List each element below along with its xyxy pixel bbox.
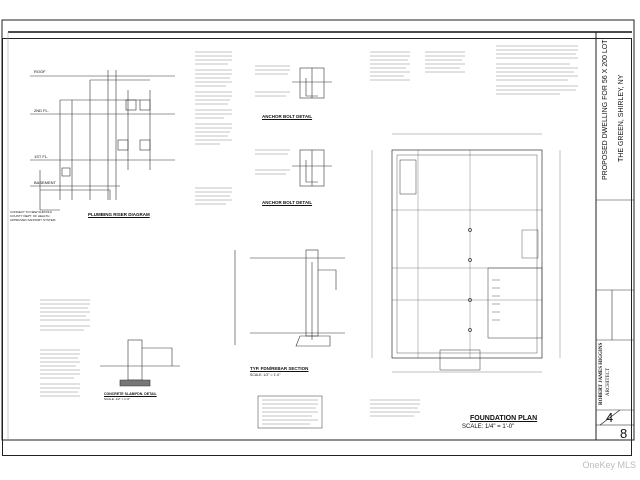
architect-title: ARCHITECT xyxy=(606,367,611,396)
fdn-section-title: TYP. FDN/REBAR SECTION xyxy=(250,366,309,371)
foundation-plan-scale: SCALE: 1/4" = 1'-0" xyxy=(462,424,515,430)
plumbing-riser-title: PLUMBING RISER DIAGRAM xyxy=(88,212,150,217)
concrete-detail-scale: SCALE: 1/2" = 1'-0" xyxy=(104,397,131,401)
plumbing-riser-diagram xyxy=(30,70,175,211)
riser-first-floor-label: 1ST FL. xyxy=(34,154,49,159)
anchor-bolt-detail-1 xyxy=(292,67,332,99)
footing-note-box xyxy=(257,395,323,429)
foundation-plan-title: FOUNDATION PLAN xyxy=(470,415,538,422)
riser-basement-label: BASEMENT xyxy=(34,180,57,185)
title-block-lines xyxy=(596,199,634,426)
concrete-slab-detail xyxy=(100,339,180,387)
foundation-rebar-section xyxy=(234,249,345,347)
anchor-bolt-title-2: ANCHOR BOLT DETAIL xyxy=(262,200,313,205)
concrete-detail-title: CONCRETE SLAB/FDN. DETAIL xyxy=(104,392,157,396)
general-notes xyxy=(40,45,578,425)
project-title: PROPOSED DWELLING FOR 56 X 200 LOT xyxy=(602,39,609,180)
drawing-sheet xyxy=(0,18,638,464)
anchor-bolt-title-1: ANCHOR BOLT DETAIL xyxy=(262,114,313,119)
riser-roof-label: ROOF xyxy=(34,69,46,74)
architect-name: ROBERT JAMES HIGGINS xyxy=(599,342,604,405)
anchor-bolt-detail-2 xyxy=(292,149,332,187)
watermark: OneKey MLS xyxy=(582,460,636,470)
foundation-plan xyxy=(371,133,561,373)
riser-second-floor-label: 2ND FL. xyxy=(34,108,49,113)
sheet-total: 8 xyxy=(620,426,628,441)
fdn-section-scale: SCALE: 1/2" = 1'-0" xyxy=(250,373,281,377)
riser-connect-note: CONNECT TO NEW SUFFOLK COUNTY DEPT. OF H… xyxy=(10,210,56,222)
sheet-number: 4 xyxy=(606,410,614,425)
project-location: THE GREEN, SHIRLEY, NY xyxy=(618,74,625,162)
